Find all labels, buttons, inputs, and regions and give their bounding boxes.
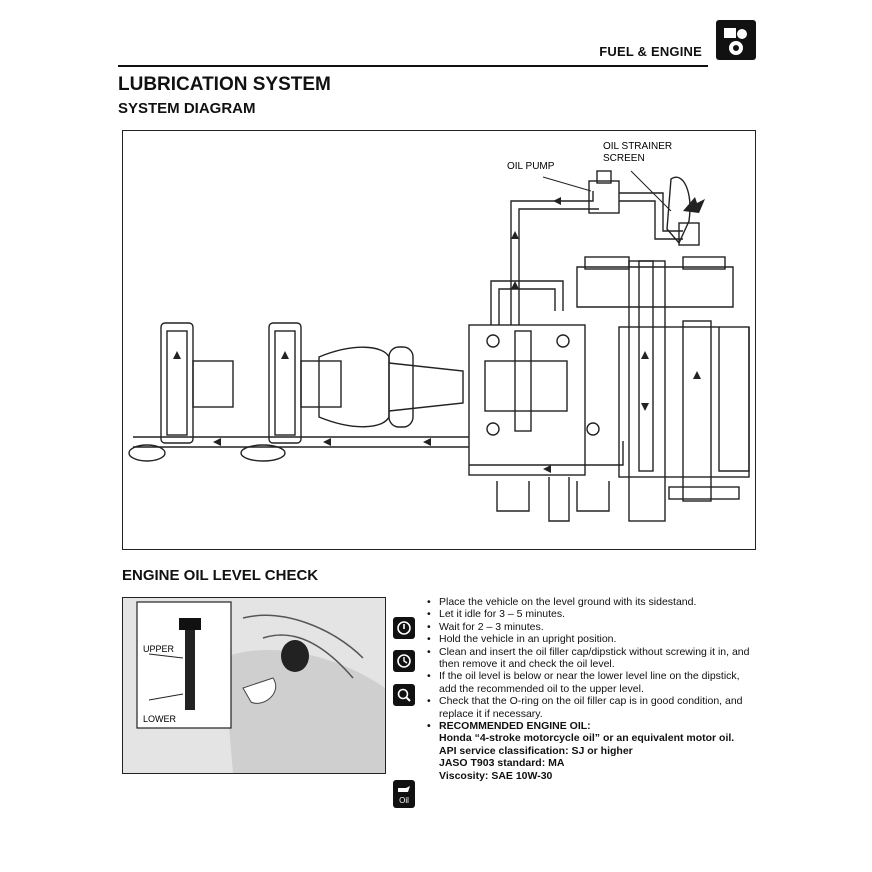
engine-icon bbox=[716, 20, 756, 60]
oil-strainer-label-1: OIL STRAINER bbox=[603, 141, 672, 152]
header-rule bbox=[118, 65, 708, 67]
oil-pump-label: OIL PUMP bbox=[507, 161, 555, 172]
oil-strainer-label-2: SCREEN bbox=[603, 153, 645, 164]
dipstick-lower-label: LOWER bbox=[143, 714, 177, 724]
step-item: Place the vehicle on the level ground wi… bbox=[427, 596, 757, 609]
step-item: If the oil level is below or near the lo… bbox=[427, 670, 757, 695]
page-title: LUBRICATION SYSTEM bbox=[118, 74, 331, 95]
recommended-line: Honda “4-stroke motorcycle oil” or an eq… bbox=[439, 732, 735, 745]
step-item: Check that the O-ring on the oil filler … bbox=[427, 695, 757, 720]
oil-icon-label: Oil bbox=[399, 795, 409, 805]
step-item: Clean and insert the oil filler cap/dips… bbox=[427, 646, 757, 671]
oil-can-icon: Oil bbox=[393, 780, 415, 808]
inspect-icon bbox=[393, 684, 415, 706]
oil-check-title: ENGINE OIL LEVEL CHECK bbox=[122, 567, 319, 584]
steps-group-a: Place the vehicle on the level ground wi… bbox=[427, 596, 757, 621]
steps-group-c: Hold the vehicle in an upright position.… bbox=[427, 633, 757, 733]
dipstick-photo: UPPER LOWER bbox=[122, 597, 386, 774]
wait-clock-icon bbox=[393, 650, 415, 672]
recommended-line: API service classification: SJ or higher bbox=[439, 744, 633, 757]
section-title: FUEL & ENGINE bbox=[599, 44, 702, 59]
engine-idle-icon bbox=[393, 617, 415, 639]
lubrication-diagram: OIL PUMP OIL STRAINER SCREEN bbox=[122, 130, 756, 550]
step-item: Wait for 2 – 3 minutes. bbox=[427, 621, 757, 634]
recommended-line: JASO T903 standard: MA bbox=[439, 757, 565, 770]
recommended-heading: RECOMMENDED ENGINE OIL: bbox=[427, 720, 757, 733]
step-item: Let it idle for 3 – 5 minutes. bbox=[427, 608, 757, 621]
dipstick-upper-label: UPPER bbox=[143, 644, 175, 654]
page-subtitle: SYSTEM DIAGRAM bbox=[118, 100, 256, 117]
recommended-line: Viscosity: SAE 10W-30 bbox=[439, 769, 553, 782]
step-item: Hold the vehicle in an upright position. bbox=[427, 633, 757, 646]
recommended-oil: Honda “4-stroke motorcycle oil” or an eq… bbox=[427, 732, 757, 782]
oil-check-instructions: Place the vehicle on the level ground wi… bbox=[427, 596, 757, 782]
steps-group-b: Wait for 2 – 3 minutes. bbox=[427, 621, 757, 634]
